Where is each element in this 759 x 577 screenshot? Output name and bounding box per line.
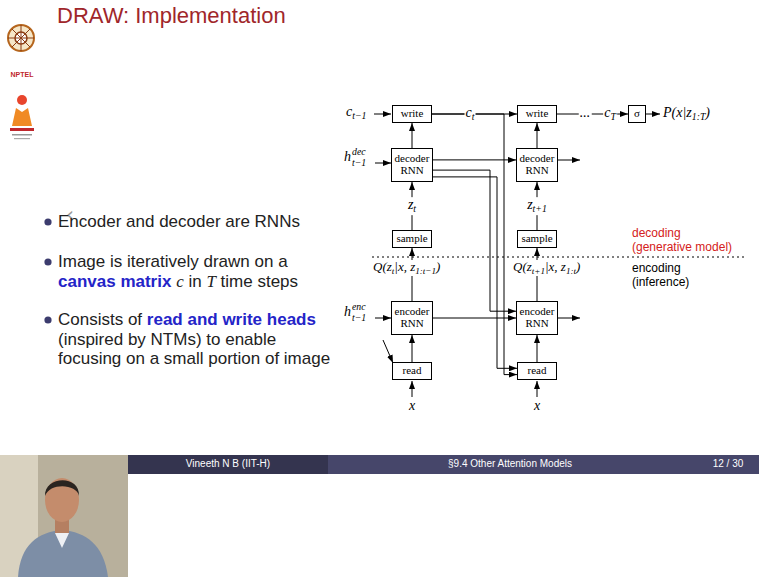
iith-logo: [10, 95, 34, 139]
box-text: encoder RNN: [394, 306, 430, 329]
bullet-dots: [44, 218, 51, 323]
iith-logo: [17, 95, 27, 105]
edge-label: Q(zt+1|x, z1:t): [512, 260, 581, 276]
free-arrows: [558, 160, 580, 161]
free-arrows: [537, 381, 538, 397]
nptel-logo: [8, 25, 34, 51]
bullet-dots: [44, 218, 51, 225]
hidden-state: henct−1: [344, 302, 366, 324]
connector-arrow: [537, 335, 538, 362]
free-arrows: [374, 114, 660, 397]
ellipsis: ...: [579, 105, 592, 120]
iith-logo: [12, 134, 32, 136]
box-text: sample: [396, 233, 427, 245]
box-text: read: [403, 365, 422, 377]
connector-arrow: [432, 114, 517, 375]
output-distribution: P(x|z1:T): [663, 105, 710, 123]
encoder-rnn: encoder RNN: [516, 301, 558, 335]
free-arrows: [558, 318, 580, 319]
nptel-logo: [8, 25, 34, 51]
input-symbol: x: [534, 398, 540, 413]
footer-band: [128, 455, 759, 474]
iith-logo: [12, 108, 32, 126]
bullet-dots: [44, 258, 51, 265]
free-arrows: [375, 163, 391, 164]
box-text: write: [401, 108, 424, 120]
write-head: write: [392, 105, 432, 123]
box-text: sample: [521, 233, 552, 245]
write-head: write: [517, 105, 557, 123]
box-text: decoder RNN: [519, 153, 555, 176]
free-arrows: [374, 114, 391, 115]
edge-label: zt: [407, 197, 417, 215]
box-text: read: [528, 365, 547, 377]
logo-caption: NPTEL: [11, 71, 34, 78]
edge-label: ct: [465, 105, 476, 123]
region-label: encoding (inference): [632, 261, 736, 289]
webcam-figure: [18, 530, 108, 577]
edge-label: zt+1: [526, 197, 548, 215]
box-text: write: [526, 108, 549, 120]
box-text: encoder RNN: [519, 306, 555, 329]
sigmoid-box: σ: [628, 105, 646, 123]
iith-logo: [14, 138, 30, 139]
decoder-rnn: decoder RNN: [391, 148, 433, 182]
free-arrows: [646, 114, 660, 115]
footer-author: Vineeth N B (IIT-H): [186, 458, 270, 470]
read-head: read: [392, 362, 432, 380]
connector-arrow: [537, 123, 538, 148]
edge-label: Q(zt|x, z1:t−1): [372, 260, 441, 276]
free-arrows: [375, 318, 391, 319]
webcam-figure: [45, 480, 79, 496]
bullet-text: Encoder and decoder are RNNs: [58, 212, 337, 232]
webcam-figure: [55, 533, 69, 548]
read-head: read: [517, 362, 557, 380]
decoder-rnn: decoder RNN: [516, 148, 558, 182]
bullet-text: Consists of read and write heads (inspir…: [58, 310, 337, 369]
hidden-state: hdect−1: [344, 147, 366, 169]
footer-band: [128, 455, 328, 474]
free-arrows: [412, 381, 413, 397]
bullet-dots: [44, 316, 51, 323]
divider-dotted: [372, 257, 745, 258]
canvas-symbol: cT: [603, 105, 617, 123]
box-text: σ: [634, 108, 640, 120]
slide-title: DRAW: Implementation: [57, 3, 286, 29]
sample-box: sample: [517, 230, 557, 248]
input-symbol: x: [409, 398, 415, 413]
canvas-symbol: ct−1: [346, 104, 366, 122]
bullet-text: Image is iteratively drawn on a canvas m…: [58, 252, 337, 291]
webcam-figure: [0, 455, 128, 577]
sample-box: sample: [392, 230, 432, 248]
webcam-figure: [45, 478, 79, 522]
region-label: decoding (generative model): [632, 226, 736, 254]
encoder-rnn: encoder RNN: [391, 301, 433, 335]
connector-arrow: [412, 335, 413, 362]
box-text: decoder RNN: [394, 153, 430, 176]
free-arrows: [383, 340, 393, 363]
footer-page: 12 / 30: [713, 458, 744, 470]
connector-arrow: [557, 114, 628, 115]
nptel-logo: [8, 25, 34, 51]
connector-arrow: [412, 123, 413, 148]
webcam-figure: [0, 455, 128, 577]
footer-band: [328, 455, 759, 474]
footer-section: §9.4 Other Attention Models: [448, 458, 572, 470]
iith-logo: [10, 128, 34, 131]
